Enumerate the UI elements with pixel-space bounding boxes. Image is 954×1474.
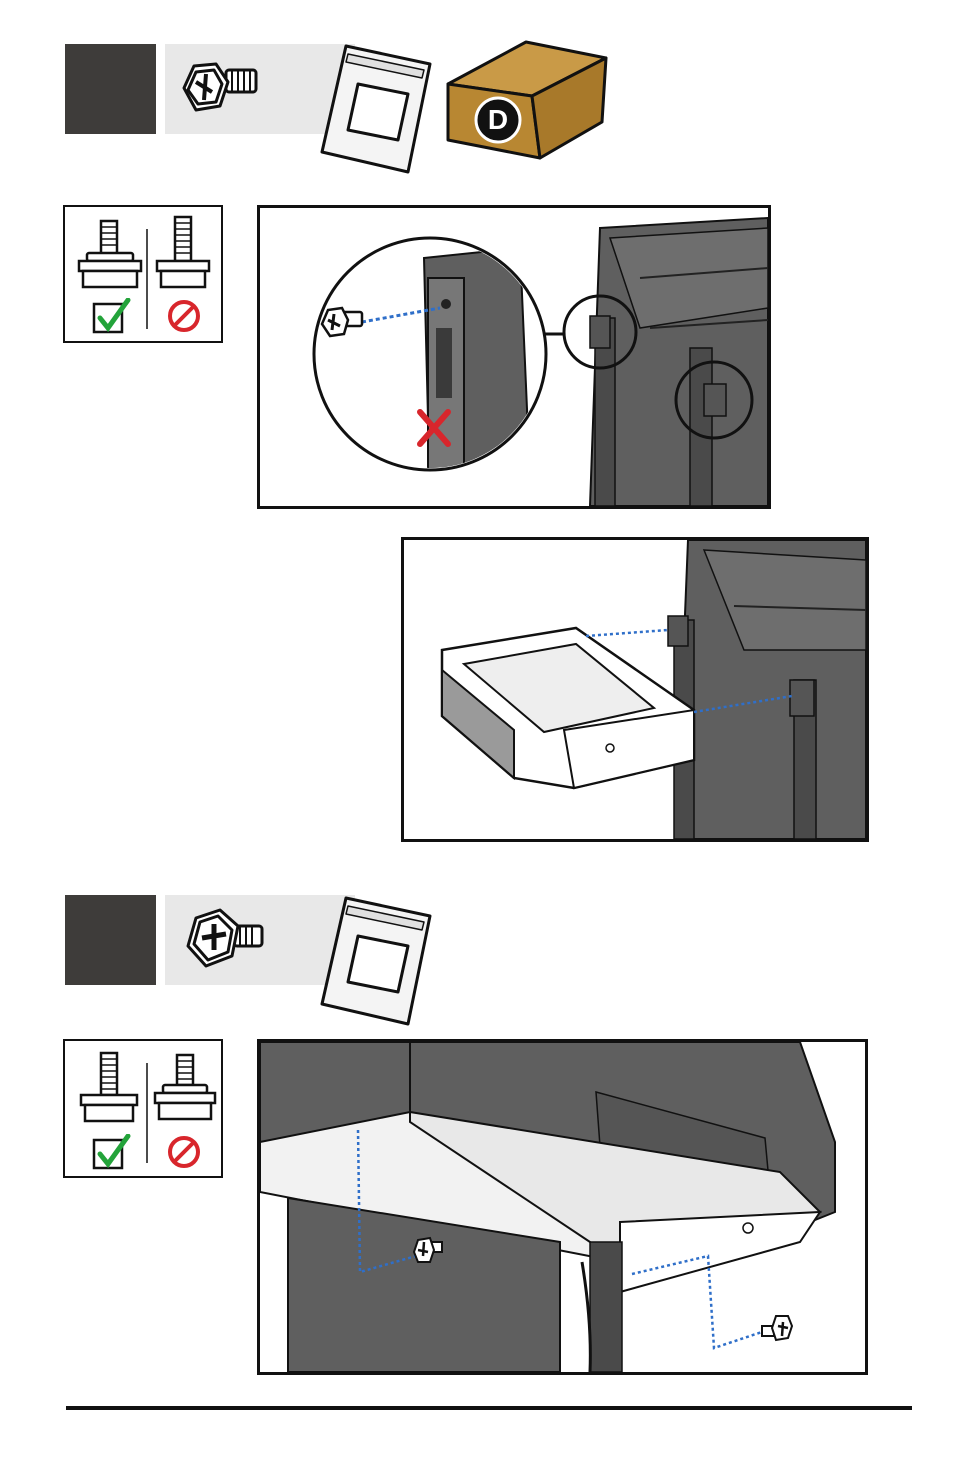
red-x-icon bbox=[417, 409, 451, 447]
parts-box-icon bbox=[446, 40, 608, 160]
screw-icon bbox=[761, 1315, 794, 1342]
screw-comparison-panel-1 bbox=[63, 205, 223, 343]
grill-bracket-detail-art bbox=[312, 216, 768, 506]
screw-icon bbox=[320, 306, 364, 338]
illustration-panel-1a bbox=[257, 205, 771, 509]
screw-icon bbox=[186, 908, 264, 968]
shelf-underside-screws-art bbox=[260, 1042, 836, 1372]
check-icon bbox=[92, 1134, 131, 1170]
prohibit-icon bbox=[168, 1136, 200, 1168]
prohibit-icon bbox=[168, 300, 200, 332]
illustration-panel-1b bbox=[401, 537, 869, 842]
screw-icon bbox=[412, 1236, 443, 1263]
footer-rule bbox=[66, 1406, 912, 1410]
box-letter: D bbox=[487, 104, 509, 135]
step-number-block-1 bbox=[65, 44, 156, 134]
check-icon bbox=[92, 298, 131, 334]
screw-comparison-art bbox=[77, 215, 211, 329]
hardware-bag-icon bbox=[320, 44, 432, 174]
step-number-block-2 bbox=[65, 895, 156, 985]
illustration-panel-2 bbox=[257, 1039, 868, 1375]
side-shelf-attach-art bbox=[440, 540, 866, 839]
hardware-bag-icon bbox=[320, 896, 432, 1026]
screw-icon bbox=[182, 62, 258, 112]
screw-comparison-art bbox=[79, 1051, 217, 1163]
